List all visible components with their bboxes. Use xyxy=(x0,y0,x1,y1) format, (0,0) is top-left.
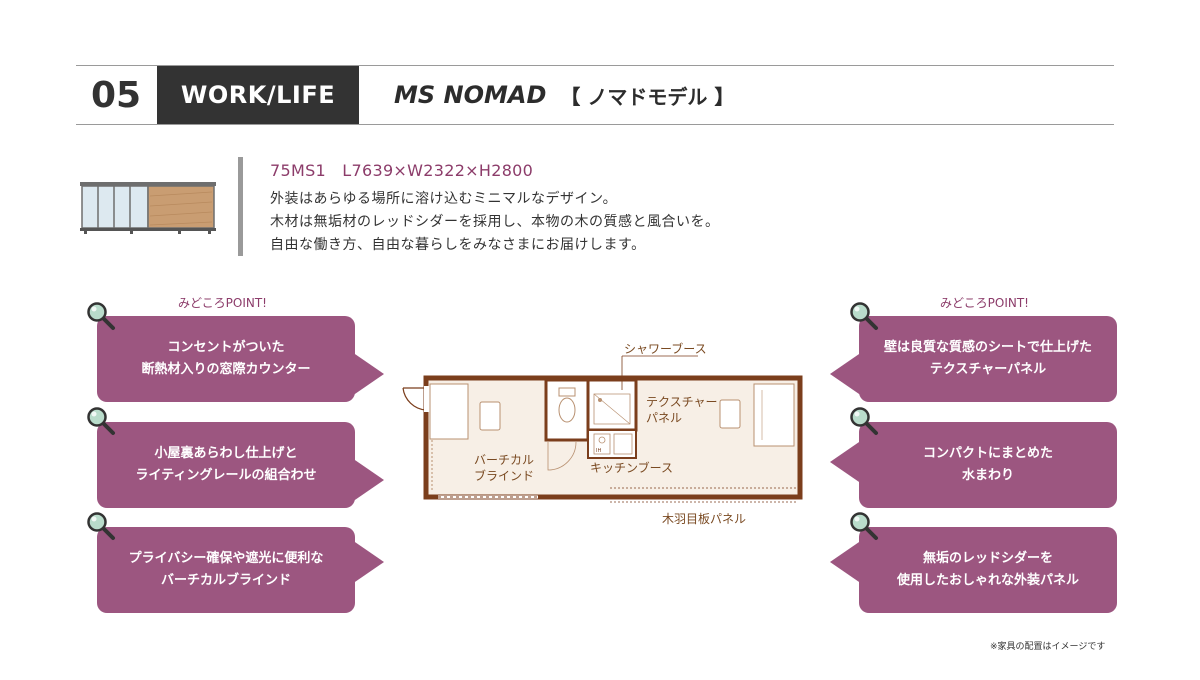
callout-right-2: コンパクトにまとめた 水まわり xyxy=(859,422,1117,508)
model-name: MS NOMAD xyxy=(394,81,547,109)
floor-plan: IH xyxy=(402,355,803,503)
callout-left-2: 小屋裏あらわし仕上げと ライティングレールの組合わせ xyxy=(97,422,355,508)
section-number: 05 xyxy=(90,74,142,116)
callout-line: 使用したおしゃれな外装パネル xyxy=(896,573,1079,588)
section-category: WORK/LIFE xyxy=(157,66,359,124)
point-label-right: みどころPOINT! xyxy=(940,296,1029,310)
callout-line: コンセントがついた xyxy=(167,340,285,355)
point-label-left: みどころPOINT! xyxy=(178,296,267,310)
bubble-tail xyxy=(830,352,862,396)
callout-line: プライバシー確保や遮光に便利な xyxy=(128,551,324,566)
magnifier-icon xyxy=(87,512,115,540)
callout-line: ライティングレールの組合わせ xyxy=(135,468,317,483)
kitchen-ih-label: IH xyxy=(596,448,601,454)
callout-right-1: 壁は良質な質感のシートで仕上げた テクスチャーパネル xyxy=(859,316,1117,402)
vertical-blind-line: ブラインド xyxy=(474,469,535,483)
texture-panel-line: テクスチャー xyxy=(646,395,718,409)
bubble-tail xyxy=(352,458,384,502)
magnifier-icon xyxy=(87,407,115,435)
callout-line: テクスチャーパネル xyxy=(929,362,1047,377)
bubble-tail xyxy=(830,540,862,584)
section-header: 05 WORK/LIFE MS NOMAD 【 ノマドモデル 】 xyxy=(76,65,1114,125)
bubble-tail xyxy=(352,352,384,396)
description-line: 外装はあらゆる場所に溶け込むミニマルなデザイン。 xyxy=(270,191,618,207)
divider-bar xyxy=(238,157,243,256)
footnote: ※家具の配置はイメージです xyxy=(990,642,1106,652)
magnifier-icon xyxy=(850,512,878,540)
magnifier-icon xyxy=(850,302,878,330)
bubble-tail xyxy=(830,440,862,484)
model-subtitle: 【 ノマドモデル 】 xyxy=(560,84,735,109)
callout-line: 水まわり xyxy=(961,468,1014,483)
callout-line: 無垢のレッドシダーを xyxy=(922,551,1053,566)
magnifier-icon xyxy=(850,407,878,435)
product-spec: 75MS1 L7639×W2322×H2800 xyxy=(270,161,534,180)
callout-line: 小屋裏あらわし仕上げと xyxy=(154,446,298,461)
callout-line: 断熱材入りの窓際カウンター xyxy=(141,362,311,377)
vertical-blind-label: バーチカル ブラインド xyxy=(474,452,534,484)
callout-right-3: 無垢のレッドシダーを 使用したおしゃれな外装パネル xyxy=(859,527,1117,613)
callout-line: コンパクトにまとめた xyxy=(922,446,1053,461)
product-description: 外装はあらゆる場所に溶け込むミニマルなデザイン。 木材は無垢材のレッドシダーを採… xyxy=(270,188,720,257)
description-line: 自由な働き方、自由な暮らしをみなさまにお届けします。 xyxy=(270,237,646,253)
wood-panel-label: 木羽目板パネル xyxy=(662,512,747,526)
product-elevation-image xyxy=(80,182,216,234)
callout-left-1: コンセントがついた 断熱材入りの窓際カウンター xyxy=(97,316,355,402)
callout-line: 壁は良質な質感のシートで仕上げた xyxy=(883,340,1092,355)
texture-panel-line: パネル xyxy=(646,411,683,425)
bubble-tail xyxy=(352,540,384,584)
description-line: 木材は無垢材のレッドシダーを採用し、本物の木の質感と風合いを。 xyxy=(270,214,720,230)
texture-panel-label: テクスチャー パネル xyxy=(646,394,718,426)
kitchen-booth-label: キッチンブース xyxy=(590,461,674,475)
callout-left-3: プライバシー確保や遮光に便利な バーチカルブラインド xyxy=(97,527,355,613)
magnifier-icon xyxy=(87,302,115,330)
shower-booth-label: シャワーブース xyxy=(624,342,707,356)
model-title: MS NOMAD 【 ノマドモデル 】 xyxy=(394,66,734,124)
callout-line: バーチカルブラインド xyxy=(160,573,291,588)
vertical-blind-line: バーチカル xyxy=(474,453,535,467)
